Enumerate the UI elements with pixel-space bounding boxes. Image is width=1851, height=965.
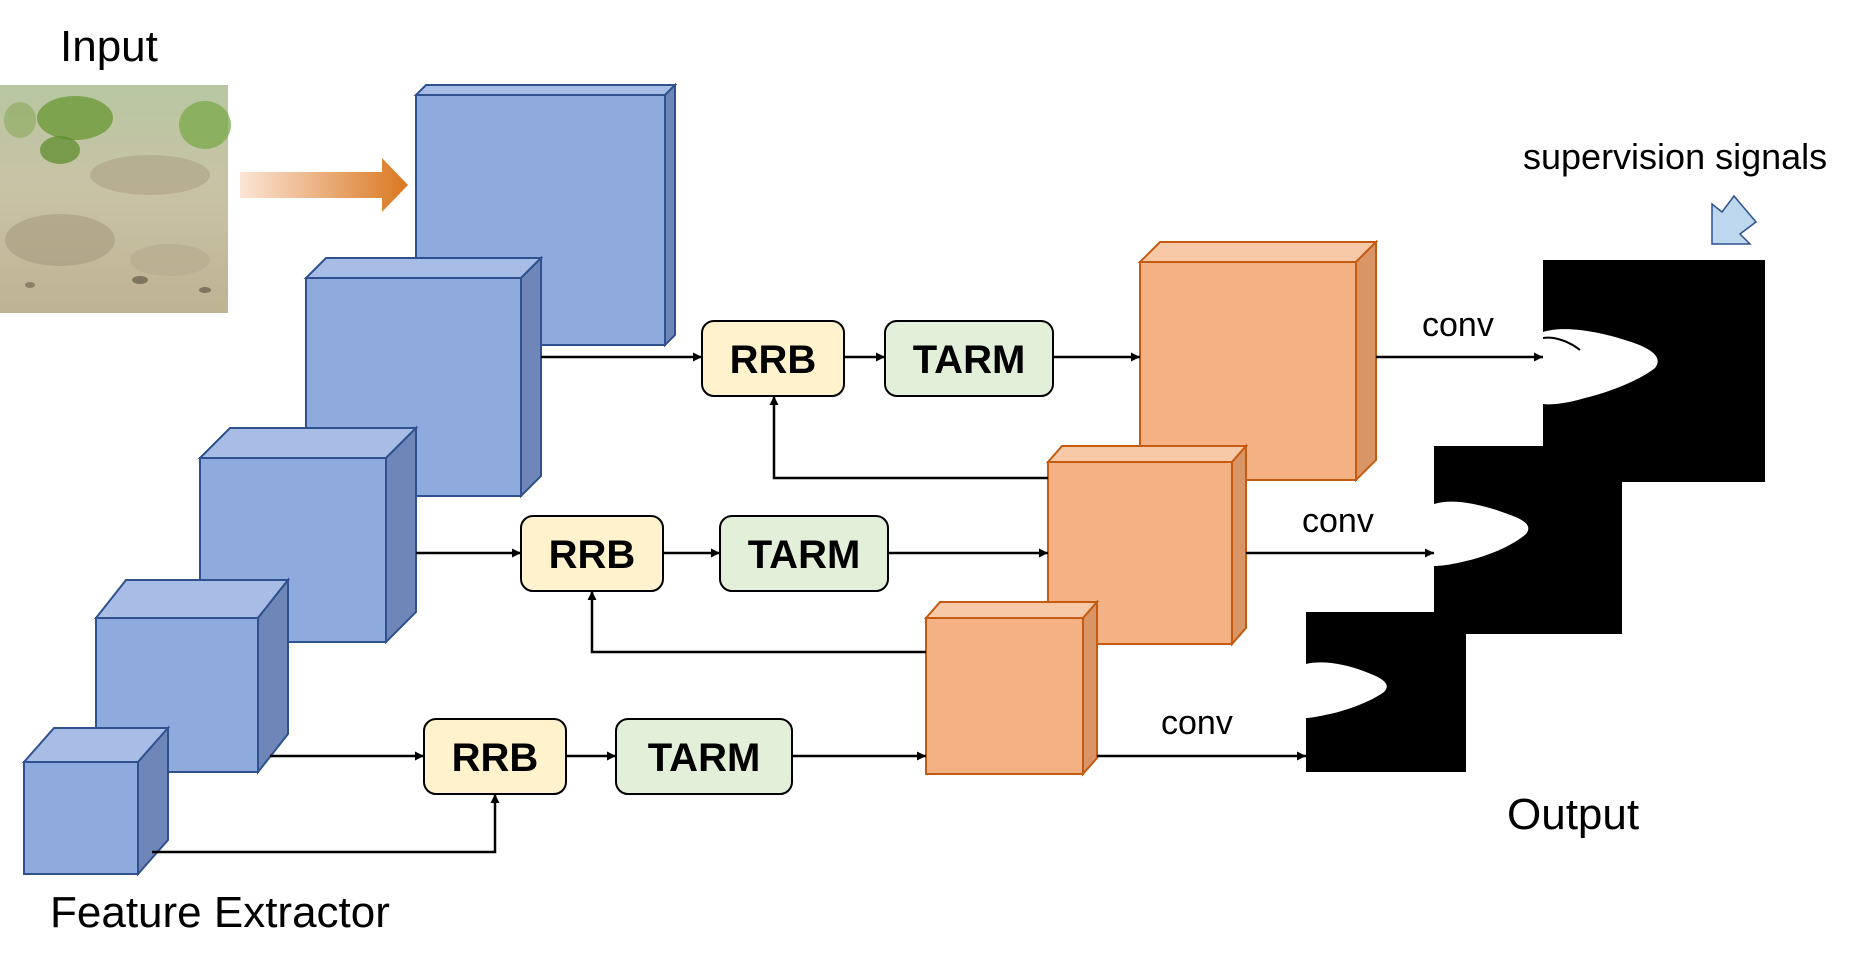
connectors bbox=[152, 352, 1543, 854]
tarm-label-1: TARM bbox=[913, 338, 1026, 382]
conv-label-1: conv bbox=[1422, 306, 1494, 344]
arrow-dec3-to-rrb2 bbox=[587, 591, 926, 654]
rrb-label-3: RRB bbox=[452, 736, 539, 780]
rrb-label-1: RRB bbox=[730, 338, 817, 382]
conv-label-3: conv bbox=[1161, 704, 1233, 742]
rrb-module-3: RRB bbox=[423, 718, 567, 795]
feature-extractor-label: Feature Extractor bbox=[50, 888, 390, 937]
arrow-enc1-to-rrb3 bbox=[152, 794, 500, 854]
encoder-block-2 bbox=[93, 577, 291, 775]
rrb-module-1: RRB bbox=[701, 320, 845, 397]
arrow-dec2-to-rrb1 bbox=[769, 396, 1048, 480]
output-mask-1 bbox=[1542, 260, 1765, 482]
supervision-arrow bbox=[1711, 194, 1758, 245]
tarm-module-3: TARM bbox=[615, 718, 793, 795]
rrb-label-2: RRB bbox=[549, 533, 636, 577]
tarm-label-3: TARM bbox=[648, 736, 761, 780]
conv-label-2: conv bbox=[1302, 502, 1374, 540]
rrb-module-2: RRB bbox=[520, 515, 664, 592]
tarm-module-1: TARM bbox=[884, 320, 1054, 397]
input-image bbox=[0, 85, 231, 313]
decoder-block-3 bbox=[923, 599, 1100, 777]
input-arrow bbox=[240, 158, 408, 212]
supervision-signals-label: supervision signals bbox=[1523, 136, 1828, 177]
tarm-module-2: TARM bbox=[719, 515, 889, 592]
tarm-label-2: TARM bbox=[748, 533, 861, 577]
output-label: Output bbox=[1507, 790, 1640, 839]
decoder-block-1 bbox=[1137, 239, 1379, 483]
output-mask-3 bbox=[1306, 612, 1466, 772]
output-mask-2 bbox=[1434, 446, 1622, 634]
input-label: Input bbox=[60, 22, 158, 71]
encoder-block-1 bbox=[21, 725, 171, 877]
